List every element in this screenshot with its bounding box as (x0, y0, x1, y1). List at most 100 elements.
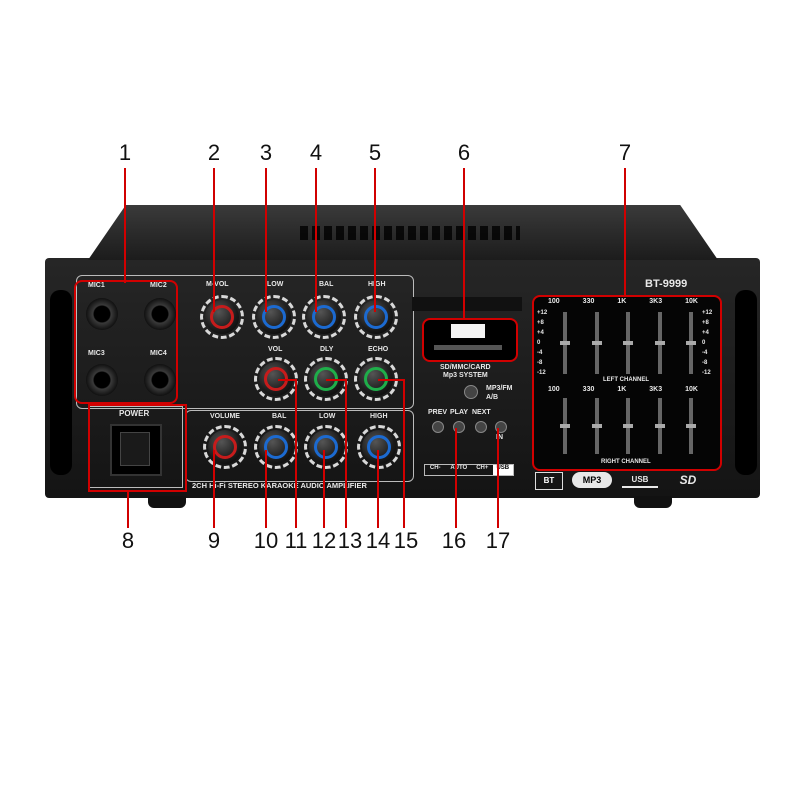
mode-label-2: A/B (486, 394, 499, 401)
callout-4: 4 (309, 140, 323, 165)
callout-10: 10 (253, 528, 279, 553)
dly-label: DLY (320, 346, 334, 353)
left-handle (50, 290, 72, 475)
usb-port[interactable] (451, 324, 485, 338)
callout-16: 16 (441, 528, 467, 553)
callout-8: 8 (121, 528, 135, 553)
eq-scale-left-0: 0 (537, 340, 541, 346)
eq-scale-right: +12 +8 +4 0 -4 -8 -12 (702, 310, 712, 376)
usb-slot-panel (422, 318, 518, 362)
sd-card-slot[interactable] (434, 345, 502, 350)
eq-scale-right-m4: -4 (702, 350, 708, 356)
eq-scale-left: +12 +8 +4 0 -4 -8 -12 (537, 310, 547, 376)
eq-freq-100-b: 100 (548, 386, 560, 393)
master-volume-knob[interactable] (203, 425, 247, 469)
eq-freq-1k-b: 1K (617, 386, 627, 393)
eq-scale-left-p8: +8 (537, 320, 544, 326)
eq-freq-1k: 1K (617, 298, 627, 305)
callout-9: 9 (207, 528, 221, 553)
eq-scale-left-m8: -8 (537, 360, 543, 366)
eq-right-slider-330[interactable] (592, 398, 602, 454)
music-bal-label: BAL (272, 413, 287, 420)
auto-label: AUTO (450, 465, 468, 471)
eq-freq-10k-b: 10K (685, 386, 698, 393)
eq-freq-3k3: 3K3 (649, 298, 663, 305)
music-balance-knob[interactable] (254, 425, 298, 469)
callout-12: 12 (311, 528, 337, 553)
eq-freq-10k: 10K (685, 298, 698, 305)
eq-scale-right-0: 0 (702, 340, 706, 346)
mic2-jack[interactable] (144, 298, 176, 330)
callout-2: 2 (207, 140, 221, 165)
right-channel-label: RIGHT CHANNEL (601, 459, 651, 465)
callout-line-13 (326, 379, 347, 528)
mic1-jack[interactable] (86, 298, 118, 330)
left-channel-label: LEFT CHANNEL (603, 377, 649, 383)
mic3-label: MIC3 (88, 350, 105, 357)
callout-13: 13 (337, 528, 363, 553)
power-label: POWER (119, 409, 150, 418)
music-low-label: LOW (319, 413, 336, 420)
eq-left-slider-100[interactable] (560, 312, 570, 374)
mvol-label: M-VOL (206, 281, 229, 288)
eq-right-slider-100[interactable] (560, 398, 570, 454)
in-label: IN (496, 434, 503, 441)
mode-label-1: MP3/FM (486, 385, 513, 392)
eq-freq-bottom: 100 330 1K 3K3 10K (548, 386, 698, 393)
foot-left (148, 496, 186, 508)
eq-left-slider-10k[interactable] (686, 312, 696, 374)
volume-label: VOLUME (210, 413, 240, 420)
right-handle (735, 290, 757, 475)
bluetooth-logo: BT (535, 472, 563, 490)
callout-3: 3 (259, 140, 273, 165)
mic-low-knob[interactable] (252, 295, 296, 339)
channel-bar: CH- AUTO CH+ USB (424, 464, 514, 476)
eq-left-slider-3k3[interactable] (655, 312, 665, 374)
low-label-top: LOW (267, 281, 284, 288)
callout-17: 17 (485, 528, 511, 553)
model-label: BT-9999 (645, 278, 688, 290)
eq-scale-right-p4: +4 (702, 330, 709, 336)
usb-logo: USB (622, 474, 658, 488)
music-high-label: HIGH (370, 413, 388, 420)
mode-button[interactable] (464, 385, 478, 399)
eq-freq-top: 100 330 1K 3K3 10K (548, 298, 698, 305)
callout-14: 14 (365, 528, 391, 553)
callout-6: 6 (457, 140, 471, 165)
eq-left-slider-330[interactable] (592, 312, 602, 374)
power-switch[interactable] (110, 424, 162, 476)
eq-scale-right-p8: +8 (702, 320, 709, 326)
eq-scale-right-m12: -12 (702, 370, 711, 376)
mp3-logo: MP3 (572, 472, 612, 488)
mic4-jack[interactable] (144, 364, 176, 396)
callout-line-15 (378, 379, 405, 528)
power-highlight (88, 404, 187, 492)
eq-right-slider-3k3[interactable] (655, 398, 665, 454)
echo-label: ECHO (368, 346, 389, 353)
eq-right-slider-1k[interactable] (623, 398, 633, 454)
eq-scale-left-m4: -4 (537, 350, 543, 356)
ch-plus: CH+ (476, 465, 489, 471)
play-label: PLAY (450, 409, 469, 416)
media-slot (412, 297, 522, 311)
mic-balance-knob[interactable] (302, 295, 346, 339)
usb-label: USB (492, 465, 514, 475)
eq-freq-330-b: 330 (582, 386, 595, 393)
amplifier-footer: 2CH Hi-Fi STEREO KARAOKE AUDIO AMPLIFIER (192, 481, 367, 490)
mic3-jack[interactable] (86, 364, 118, 396)
next-button[interactable] (475, 421, 487, 433)
mic2-label: MIC2 (150, 282, 167, 289)
eq-right-slider-10k[interactable] (686, 398, 696, 454)
prev-button[interactable] (432, 421, 444, 433)
eq-freq-330: 330 (582, 298, 595, 305)
callout-15: 15 (393, 528, 419, 553)
eq-scale-left-m12: -12 (537, 370, 546, 376)
sd-label: SD/MMC/CARD (440, 364, 491, 371)
mic-volume-knob[interactable] (200, 295, 244, 339)
mp3-system-label: Mp3 SYSTEM (443, 372, 488, 379)
next-label: NEXT (472, 409, 491, 416)
echo-vol-label: VOL (268, 346, 283, 353)
eq-left-slider-1k[interactable] (623, 312, 633, 374)
callout-7: 7 (618, 140, 632, 165)
